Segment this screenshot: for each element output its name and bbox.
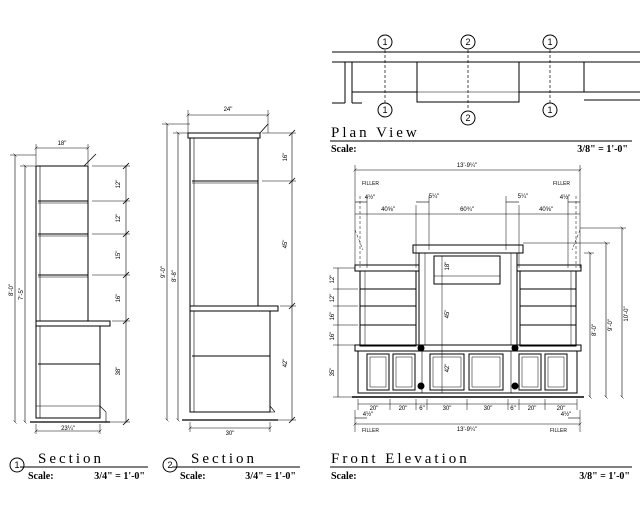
front-side-width-right: 40⅝" xyxy=(539,207,553,213)
front-bottom-width-5: 30" xyxy=(484,406,493,412)
section-2-title: Section xyxy=(191,451,257,467)
front-tv-height: 18" xyxy=(445,262,451,271)
section-2-overall-inner: 8'-8" xyxy=(172,270,178,282)
front-return-left: 5¼" xyxy=(429,194,439,200)
section-2-scale-value: 3/4" = 1'-0" xyxy=(245,471,296,482)
section-1-overall-inner: 7'-5" xyxy=(19,288,25,300)
section-2-overall-outer: 9'-0" xyxy=(161,266,167,278)
section-2-number: 2 xyxy=(167,460,172,470)
front-filler-dim-left: 4½" xyxy=(365,194,375,201)
front-h-mid: 9'-0" xyxy=(608,319,614,331)
front-left-stack-5: 35" xyxy=(330,368,336,377)
front-filler-bottom-right: FILLER xyxy=(550,428,567,434)
front-bottom-width-8: 20" xyxy=(557,406,566,412)
front-filler-left: FILLER xyxy=(362,181,379,187)
section-1-top-width: 18" xyxy=(58,141,67,147)
section-2-top-width: 24" xyxy=(224,107,233,113)
plan-grid-bubble-3-top: 1 xyxy=(547,37,552,47)
section-1-bottom-width: 23¼" xyxy=(61,426,75,432)
section-2-part-3: 42" xyxy=(283,359,289,368)
section-2-bottom-width: 30" xyxy=(226,431,235,437)
front-return-right: 5¼" xyxy=(518,194,528,200)
front-left-stack-3: 16" xyxy=(330,312,336,321)
section-2-part-2: 45" xyxy=(283,240,289,249)
front-left-stack-1: 12" xyxy=(330,275,336,284)
section-1-shelf-3: 15" xyxy=(116,251,122,260)
plan-view-title: Plan View xyxy=(331,125,420,141)
section-2-part-1: 16" xyxy=(283,153,289,162)
front-overall-top: 13'-9¼" xyxy=(457,163,477,169)
plan-grid-bubble-1-bottom: 1 xyxy=(382,105,387,115)
front-bottom-width-2: 20" xyxy=(399,406,408,412)
section-1-overall-outer: 8'-0" xyxy=(9,284,15,296)
front-bottom-width-7: 20" xyxy=(528,406,537,412)
front-filler-dim-bottom-left: 4½" xyxy=(363,411,373,418)
front-elevation-scale-value: 3/8" = 1'-0" xyxy=(579,471,630,482)
section-1-number: 1 xyxy=(14,460,19,470)
front-left-stack-2: 12" xyxy=(330,294,336,303)
section-1-shelf-2: 12" xyxy=(116,214,122,223)
section-1-shelf-1: 12" xyxy=(116,180,122,189)
front-overall-bottom: 13'-9¼" xyxy=(457,427,477,433)
front-center-width: 60¾" xyxy=(460,207,474,213)
front-elevation-scale-label: Scale: xyxy=(331,471,357,482)
front-h-inner: 8'-0" xyxy=(592,324,598,336)
plan-view-drawing xyxy=(330,34,640,142)
front-lower-height: 42" xyxy=(445,364,451,373)
front-left-stack-4: 16" xyxy=(330,332,336,341)
front-filler-dim-right: 4½" xyxy=(560,194,570,201)
plan-grid-bubble-2-bottom: 2 xyxy=(465,113,470,123)
section-1-shelf-4: 16" xyxy=(116,294,122,303)
section-1-scale-value: 3/4" = 1'-0" xyxy=(94,471,145,482)
plan-grid-bubble-3-bottom: 1 xyxy=(547,105,552,115)
front-h-outer: 10'-0" xyxy=(624,306,630,321)
front-filler-right: FILLER xyxy=(553,181,570,187)
section-1-scale-label: Scale: xyxy=(28,471,54,482)
plan-view-scale-label: Scale: xyxy=(331,144,357,155)
front-bottom-width-3: 6" xyxy=(419,406,424,412)
front-elevation-title: Front Elevation xyxy=(331,451,470,467)
plan-view-scale-value: 3/8" = 1'-0" xyxy=(577,144,628,155)
front-mid-height: 45" xyxy=(445,310,451,319)
front-bottom-width-6: 6" xyxy=(510,406,515,412)
front-bottom-width-4: 30" xyxy=(443,406,452,412)
plan-grid-bubble-1-top: 1 xyxy=(382,37,387,47)
section-2-scale-label: Scale: xyxy=(180,471,206,482)
section-1-drawing xyxy=(9,144,148,473)
plan-grid-bubble-2-top: 2 xyxy=(465,37,470,47)
front-filler-dim-bottom-right: 4½" xyxy=(561,411,571,418)
front-elevation-drawing xyxy=(330,165,632,468)
front-bottom-width-1: 20" xyxy=(370,406,379,412)
section-2-drawing xyxy=(162,110,300,473)
section-1-shelf-5: 38" xyxy=(116,367,122,376)
front-filler-bottom-left: FILLER xyxy=(362,428,379,434)
front-side-width-left: 40⅝" xyxy=(381,207,395,213)
section-1-title: Section xyxy=(38,451,104,467)
